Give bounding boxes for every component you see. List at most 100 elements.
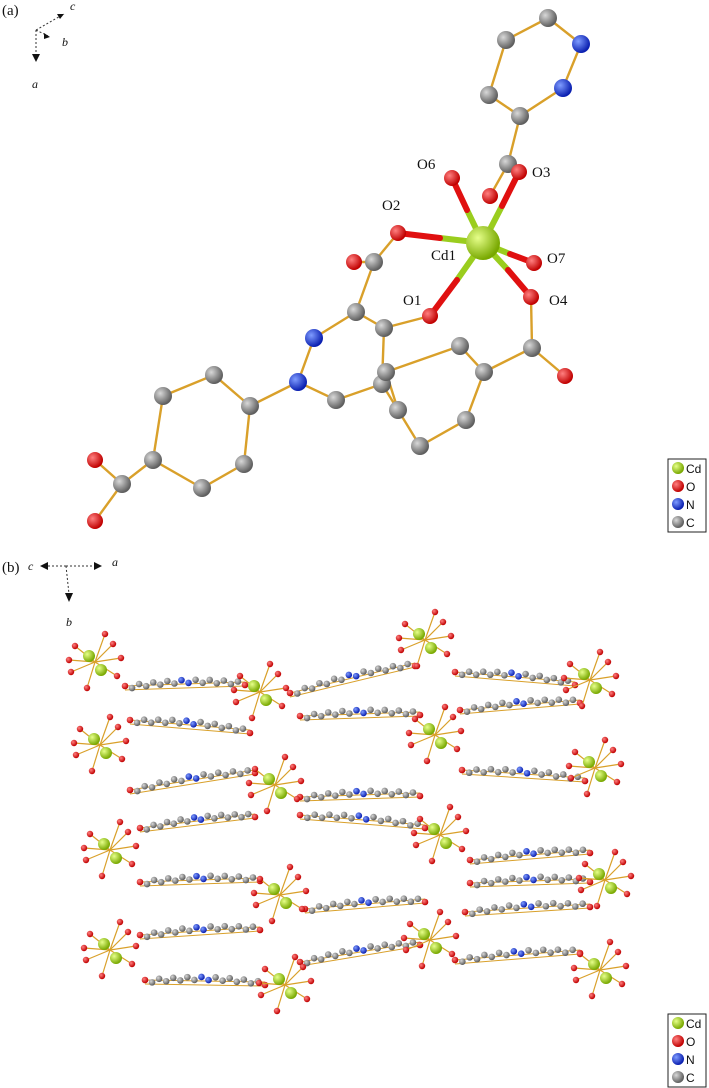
cadmium-atom [275, 787, 287, 799]
carbon-atom [346, 791, 353, 798]
carbon-atom [324, 709, 332, 716]
oxygen-atom [593, 902, 601, 910]
nitrogen-atom [192, 775, 200, 782]
carbon-atom [469, 910, 476, 918]
carbon-atom [565, 874, 573, 881]
oxygen-atom [122, 737, 130, 745]
cd-o-bond [591, 969, 601, 997]
cd-o-bond [284, 980, 312, 986]
axis-c-label: c [70, 0, 76, 13]
carbon-atom [244, 767, 251, 774]
carbon-atom [317, 712, 325, 720]
carbon-atom [244, 810, 252, 818]
axis-a-arrow-icon [94, 562, 102, 570]
oxygen-atom [421, 824, 429, 832]
label-cd1: Cd1 [431, 248, 456, 264]
oxygen-atom [106, 713, 114, 721]
carbon-atom [329, 900, 337, 908]
carbon-atom [303, 795, 311, 803]
carbon-atom [400, 895, 408, 902]
oxygen-atom [256, 926, 264, 934]
carbon-atom [330, 675, 338, 683]
cd-o-bond [255, 894, 281, 906]
carbon-atom [465, 668, 473, 676]
oxygen-atom [126, 716, 134, 724]
oxygen-atom [575, 874, 583, 882]
carbon-atom [505, 902, 513, 909]
oxygen-atom [405, 729, 413, 737]
cd-o-bond [415, 834, 441, 846]
oxygen-atom [250, 889, 258, 897]
oxygen-atom [65, 656, 73, 664]
oxygen-atom [232, 698, 240, 706]
oxygen-atom [606, 938, 614, 946]
carbon-atom [339, 707, 346, 715]
cadmium-atom [273, 973, 285, 985]
carbon-atom [491, 904, 498, 911]
oxygen-atom [98, 872, 106, 880]
legend-n-icon [672, 498, 684, 510]
oxygen-atom [457, 727, 465, 735]
oxygen-atom [251, 765, 259, 773]
carbon-atom [333, 814, 341, 822]
carbon-atom [374, 709, 381, 717]
legend-n-label: N [686, 1053, 695, 1067]
carbon-atom [150, 929, 158, 936]
axis-a-arrow-icon [32, 54, 40, 62]
oxygen-atom [566, 660, 574, 668]
carbon-atom [338, 676, 345, 684]
carbon-atom [480, 769, 488, 776]
carbon-atom [236, 770, 244, 778]
oxygen-atom [118, 755, 126, 763]
carbon-atom [516, 877, 523, 884]
carbon-atom [466, 954, 474, 961]
carbon-atom [367, 706, 374, 714]
oxygen-atom [612, 672, 620, 680]
cadmium-atom [260, 694, 272, 706]
carbon-atom [531, 767, 538, 775]
nitrogen-atom [520, 700, 527, 708]
oxygen-atom [114, 723, 122, 731]
carbon-atom [367, 787, 374, 795]
ligand-bond [461, 773, 586, 783]
carbon-atom [379, 898, 386, 906]
carbon-atom [177, 816, 184, 823]
cd-o-bond [279, 866, 291, 896]
oxygen-atom [124, 928, 132, 936]
carbon-atom [407, 898, 415, 906]
carbon-atom [565, 846, 573, 853]
oxygen-atom [452, 932, 460, 940]
carbon-atom [232, 727, 240, 734]
nitrogen-atom [353, 945, 360, 952]
carbon-atom [207, 923, 214, 930]
carbon-atom [534, 699, 541, 707]
carbon-atom [396, 664, 404, 672]
nitrogen-atom [200, 926, 207, 934]
nitrogen-atom [185, 773, 193, 780]
legend-c-label: C [686, 1071, 695, 1085]
carbon-atom [238, 813, 245, 821]
oxygen-atom [449, 713, 457, 721]
carbon-atom [217, 811, 225, 819]
carbon-atom [164, 875, 172, 882]
carbon-atom [480, 877, 488, 885]
carbon-atom [538, 771, 545, 778]
oxygen-atom [416, 711, 424, 719]
cd-o-bond [274, 766, 294, 786]
cd-o-bond [91, 744, 101, 772]
cadmium-atom [605, 882, 617, 894]
cd-o-bond [109, 831, 129, 851]
carbon-atom [235, 923, 243, 930]
carbon-atom [351, 900, 358, 908]
carbon-atom [377, 817, 385, 825]
oxygen-atom [67, 668, 75, 676]
carbon-atom [156, 681, 164, 688]
cadmium-atom [430, 942, 442, 954]
carbon-atom [529, 674, 536, 682]
carbon-atom [214, 875, 221, 883]
oxygen-atom [586, 849, 594, 857]
nitrogen-atom [362, 816, 370, 823]
oxygen-atom [236, 672, 244, 680]
cd-o-bond [94, 657, 122, 663]
oxygen-atom [444, 918, 452, 926]
